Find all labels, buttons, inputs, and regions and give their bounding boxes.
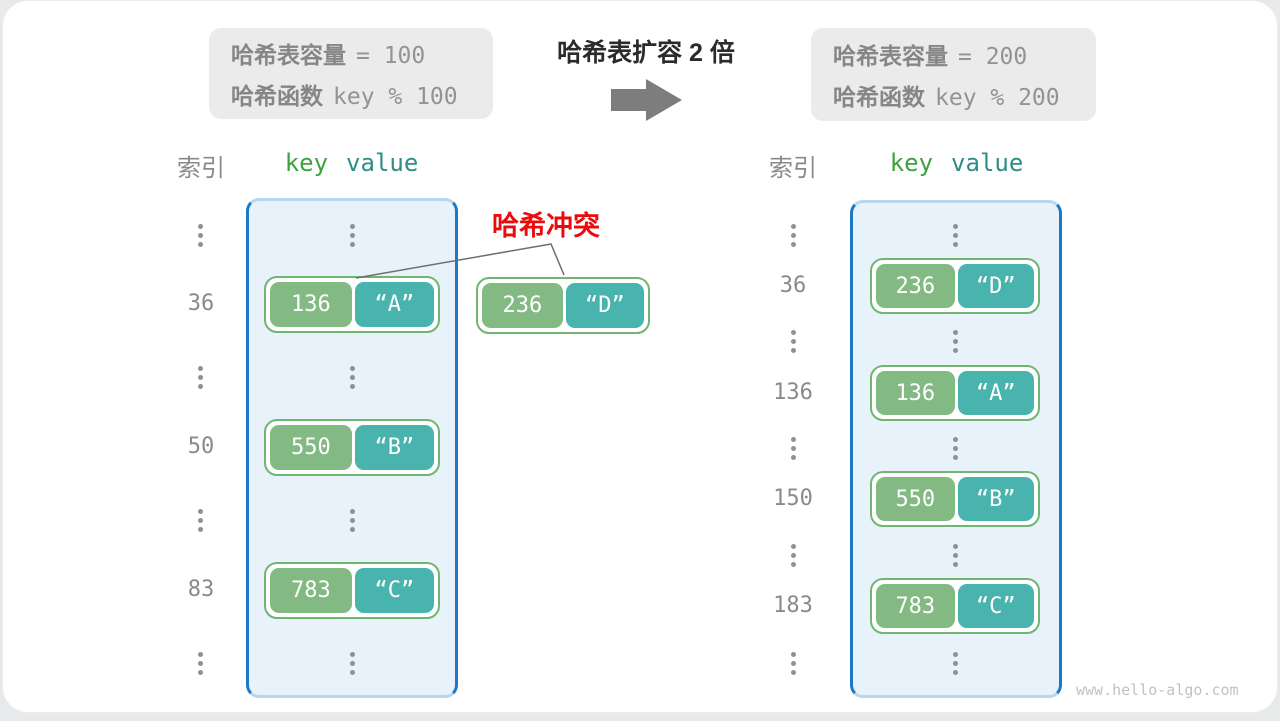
value-cell: “C” (354, 568, 434, 613)
capacity-label: 哈希表容量 (833, 43, 948, 69)
capacity-line: 哈希表容量 = 100 (231, 36, 493, 70)
hash-function-value: key % 200 (935, 85, 1060, 111)
right-index-3: 183 (773, 593, 813, 618)
ellipsis-dots (349, 364, 355, 391)
value-cell: “A” (354, 282, 434, 327)
left-index-0: 36 (187, 291, 215, 316)
key-cell: 550 (270, 425, 352, 470)
key-cell: 783 (270, 568, 352, 613)
left-index-2: 83 (187, 577, 215, 602)
ellipsis-dots (197, 222, 203, 249)
value-cell: “B” (957, 477, 1034, 521)
value-cell: “A” (957, 371, 1034, 415)
left-index-1: 50 (187, 434, 215, 459)
value-cell: “B” (354, 425, 434, 470)
ellipsis-dots (790, 435, 796, 462)
key-cell: 783 (876, 584, 955, 628)
pair-783-C: 783 “C” (870, 578, 1040, 634)
right-kv-header: key value (851, 149, 1062, 177)
pair-236-D-floating: 236 “D” (476, 277, 650, 334)
ellipsis-dots (952, 435, 958, 462)
hash-function-label: 哈希函数 (833, 84, 925, 110)
right-key-header: key (889, 149, 934, 177)
key-cell: 236 (876, 264, 955, 308)
pair-136-A: 136 “A” (870, 365, 1040, 421)
left-value-header: value (346, 149, 419, 177)
arrow-head (646, 79, 682, 121)
ellipsis-dots (349, 222, 355, 249)
capacity-box-after: 哈希表容量 = 200 哈希函数 key % 200 (811, 28, 1096, 121)
left-index-header: 索引 (177, 155, 225, 182)
key-cell: 136 (270, 282, 352, 327)
right-index-1: 136 (773, 380, 813, 405)
pair-136-A: 136 “A” (264, 276, 440, 333)
ellipsis-dots (790, 222, 796, 249)
collision-label: 哈希冲突 (492, 211, 600, 241)
capacity-label: 哈希表容量 (231, 42, 346, 68)
capacity-value: = 200 (958, 44, 1028, 70)
key-cell: 136 (876, 371, 955, 415)
ellipsis-dots (197, 650, 203, 677)
left-key-header: key (284, 149, 329, 177)
arrow-body (611, 89, 646, 111)
right-index-header: 索引 (769, 155, 817, 182)
key-cell: 236 (482, 283, 563, 328)
value-cell: “D” (565, 283, 644, 328)
key-cell: 550 (876, 477, 955, 521)
ellipsis-dots (790, 542, 796, 569)
ellipsis-dots (952, 650, 958, 677)
ellipsis-dots (790, 328, 796, 355)
ellipsis-dots (349, 650, 355, 677)
arrow-right-icon (611, 79, 682, 121)
pair-783-C: 783 “C” (264, 562, 440, 619)
expand-title: 哈希表扩容 2 倍 (557, 39, 735, 67)
right-value-header: value (951, 149, 1024, 177)
right-index-0: 36 (779, 273, 807, 298)
watermark: www.hello-algo.com (1076, 681, 1239, 699)
pair-236-D: 236 “D” (870, 258, 1040, 314)
hash-function-line: 哈希函数 key % 200 (833, 78, 1096, 112)
pair-550-B: 550 “B” (264, 419, 440, 476)
value-cell: “C” (957, 584, 1034, 628)
ellipsis-dots (349, 507, 355, 534)
left-kv-header: key value (246, 149, 457, 177)
capacity-value: = 100 (356, 43, 426, 69)
hash-function-value: key % 100 (333, 84, 458, 110)
ellipsis-dots (952, 222, 958, 249)
value-cell: “D” (957, 264, 1034, 308)
ellipsis-dots (952, 542, 958, 569)
ellipsis-dots (952, 328, 958, 355)
ellipsis-dots (790, 650, 796, 677)
hash-function-line: 哈希函数 key % 100 (231, 77, 493, 111)
hash-function-label: 哈希函数 (231, 83, 323, 109)
right-index-2: 150 (773, 486, 813, 511)
ellipsis-dots (197, 507, 203, 534)
ellipsis-dots (197, 364, 203, 391)
capacity-box-before: 哈希表容量 = 100 哈希函数 key % 100 (209, 28, 493, 119)
pair-550-B: 550 “B” (870, 471, 1040, 527)
capacity-line: 哈希表容量 = 200 (833, 37, 1096, 71)
